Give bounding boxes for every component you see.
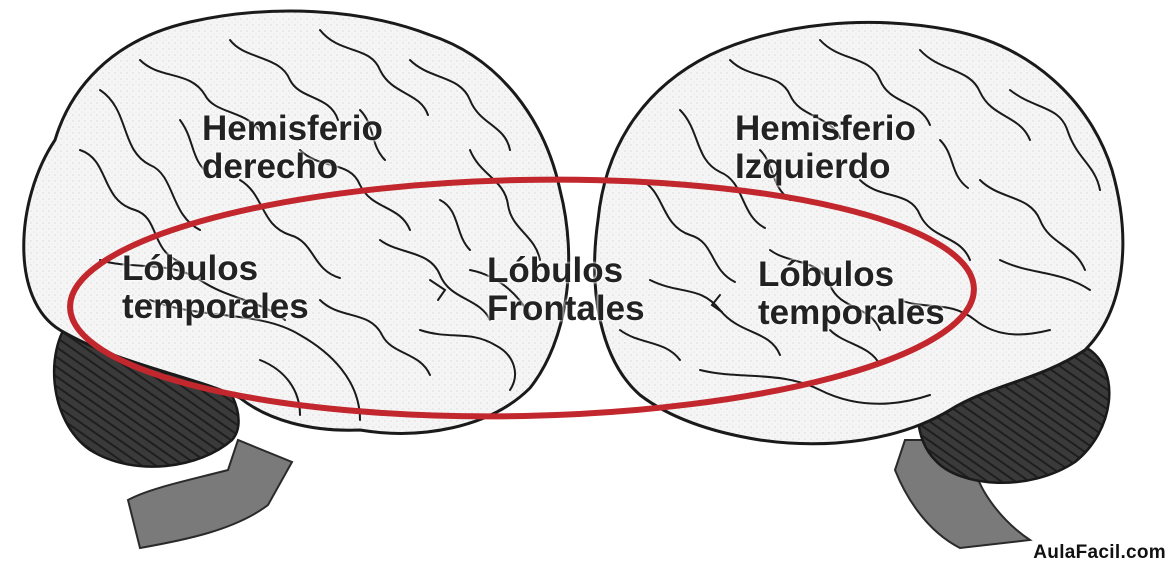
label-temporal-lobes-left: Lóbulos temporales xyxy=(122,250,309,326)
label-line: Lóbulos xyxy=(487,252,645,290)
label-line: Izquierdo xyxy=(735,148,916,186)
label-line: Lóbulos xyxy=(122,250,309,288)
label-line: temporales xyxy=(122,288,309,326)
site-watermark: AulaFacil.com xyxy=(1033,542,1166,564)
label-line: Frontales xyxy=(487,290,645,328)
label-line: Hemisferio xyxy=(202,110,383,148)
label-line: Hemisferio xyxy=(735,110,916,148)
label-line: derecho xyxy=(202,148,383,186)
label-frontal-lobes: Lóbulos Frontales xyxy=(487,252,645,328)
label-line: temporales xyxy=(758,294,945,332)
label-right-hemisphere: Hemisferio derecho xyxy=(202,110,383,186)
label-left-hemisphere: Hemisferio Izquierdo xyxy=(735,110,916,186)
label-temporal-lobes-right: Lóbulos temporales xyxy=(758,256,945,332)
label-line: Lóbulos xyxy=(758,256,945,294)
